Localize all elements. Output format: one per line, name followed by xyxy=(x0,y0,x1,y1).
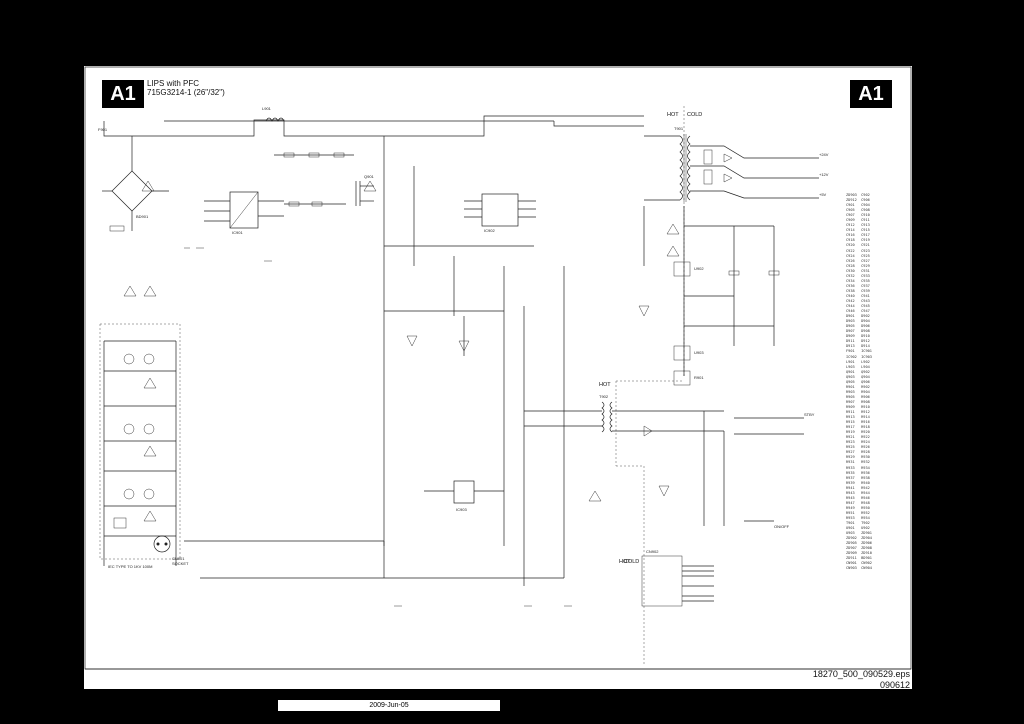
file-reference: 18270_500_090529.eps xyxy=(812,669,910,679)
standby-section: T902 IC903 xyxy=(424,394,725,526)
cold-label-2: COLD xyxy=(624,559,639,565)
output-lines: STBY ON/OFF xyxy=(734,412,815,529)
pfc-mosfet: Q901 xyxy=(355,174,375,206)
bridge-rectifier: BD901 xyxy=(102,136,169,231)
bridge-label: BD901 xyxy=(136,214,149,219)
svg-text:R901: R901 xyxy=(694,375,704,380)
pwm-controller: IC902 xyxy=(464,193,536,233)
pwm-ic-label: IC902 xyxy=(484,228,495,233)
hot-label: HOT xyxy=(667,112,679,118)
hot-label-2: HOT xyxy=(599,382,611,388)
output-5v: +5V xyxy=(819,192,827,197)
pfc-controller: IC901 xyxy=(204,191,284,235)
pfc-choke: L901 xyxy=(262,106,285,122)
fuse-label: F901 xyxy=(98,127,108,132)
footer-date: 2009-Jun-05 xyxy=(278,700,500,711)
diagram-title: LIPS with PFC xyxy=(147,79,200,88)
feedback-network xyxy=(638,206,780,376)
resistor-chain xyxy=(274,152,354,207)
output-connector-label: CN902 xyxy=(646,549,659,554)
sheet-badge-left: A1 xyxy=(102,80,144,108)
iec-note: IEC TYPE TO 1KV 100M xyxy=(108,564,152,569)
pfc-ic-label: IC901 xyxy=(232,230,243,235)
optocoupler-2: U903 xyxy=(673,345,704,361)
top-rail xyxy=(103,115,644,137)
safety-warning-icons xyxy=(141,180,680,502)
output-onoff: ON/OFF xyxy=(774,524,790,529)
output-24v: +24V xyxy=(819,152,829,157)
component-reference-list: ZD903 C902 ZD912 C906 C901 C904 C905 C90… xyxy=(846,193,872,571)
sheet-frame xyxy=(84,66,912,670)
svg-text:U902: U902 xyxy=(694,266,704,271)
schematic-diagram: HOT COLD HOT HOT COLD BD901 F901 xyxy=(84,66,912,670)
diagram-subtitle: 715G3214-1 (26"/32") xyxy=(147,88,225,97)
optocoupler-3: R901 xyxy=(673,370,704,386)
mains-connector-type: SOCKET xyxy=(172,561,189,566)
hot-label-3: HOT xyxy=(619,559,631,565)
mains-connector: CN901 SOCKET IEC TYPE TO 1KV 100M xyxy=(108,517,189,569)
output-connector: CN902 xyxy=(641,549,714,607)
ground-symbols xyxy=(184,247,572,607)
emi-filter xyxy=(99,285,181,566)
schematic-sheet xyxy=(84,66,912,689)
secondary-rectifiers xyxy=(690,145,819,199)
pfc-choke-label: L901 xyxy=(262,106,272,111)
file-date: 090612 xyxy=(879,680,910,690)
sheet-badge-right: A1 xyxy=(850,80,892,108)
output-12v: +12V xyxy=(819,172,829,177)
main-transformer: T901 xyxy=(644,126,691,202)
cold-label: COLD xyxy=(687,112,702,118)
main-transformer-label: T901 xyxy=(674,126,684,131)
pfc-mosfet-label: Q901 xyxy=(364,174,375,179)
mains-connector-ref: CN901 xyxy=(172,556,185,561)
control-circuit xyxy=(184,136,565,586)
standby-transformer-label: T902 xyxy=(599,394,609,399)
standby-ic-label: IC903 xyxy=(456,507,467,512)
svg-text:U903: U903 xyxy=(694,350,704,355)
optocoupler-1: U902 xyxy=(673,261,704,277)
output-stby: STBY xyxy=(804,412,815,417)
